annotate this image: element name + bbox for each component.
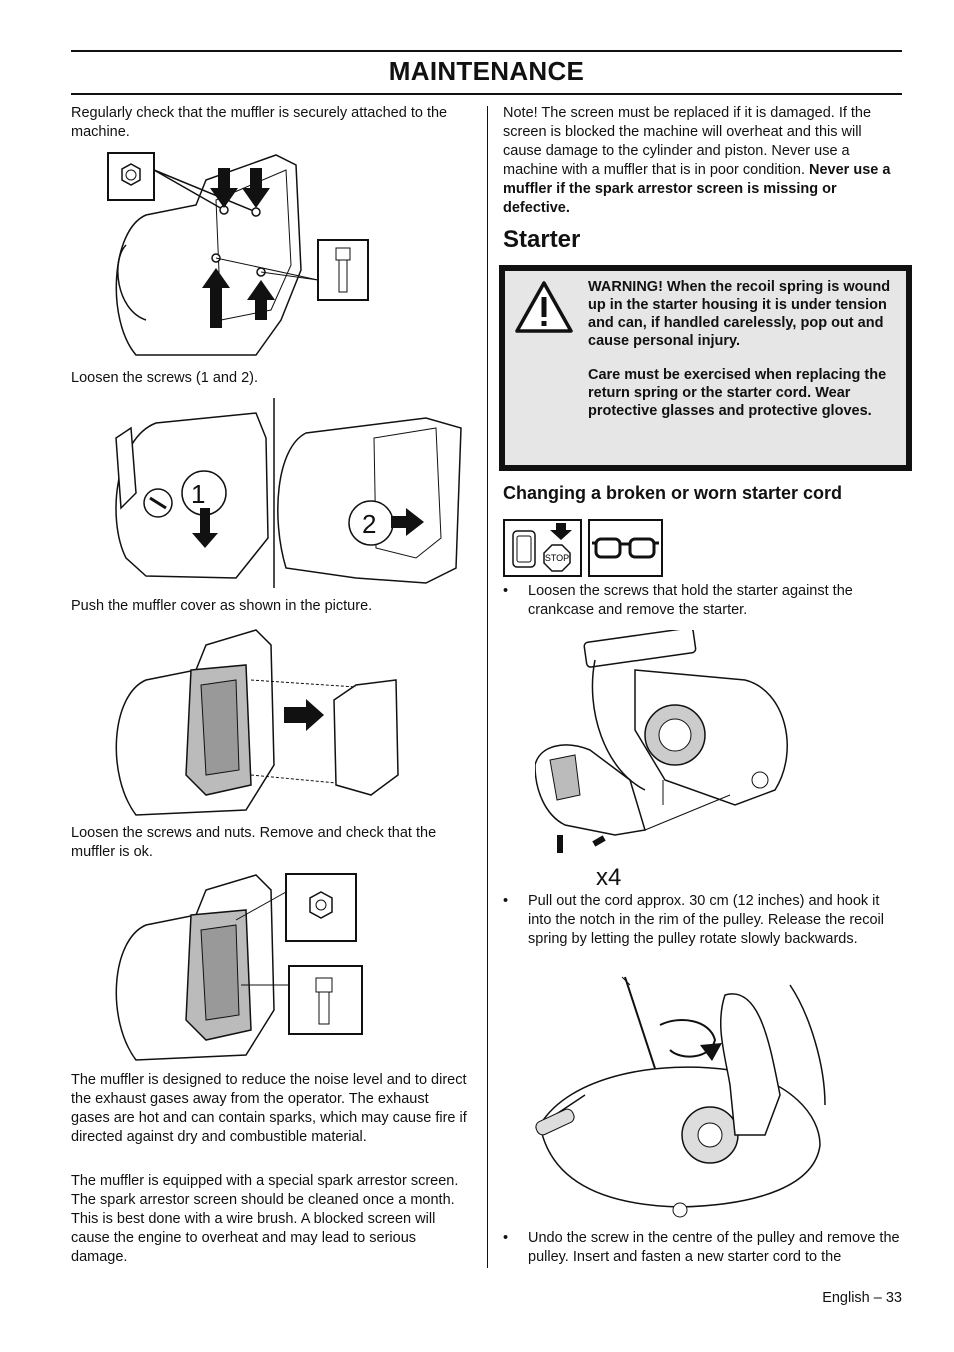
- bullet-item-2: • Pull out the cord approx. 30 cm (12 in…: [503, 892, 903, 949]
- loosen-screws-nuts-caption: Loosen the screws and nuts. Remove and c…: [71, 825, 437, 860]
- column-divider: [487, 106, 488, 1268]
- safety-icons-row: STOP: [503, 519, 665, 579]
- bullet-text-2: Pull out the cord approx. 30 cm (12 inch…: [528, 893, 884, 947]
- pulley-release-figure: [530, 975, 830, 1225]
- warning-paragraph-2: Care must be exercised when replacing th…: [588, 367, 887, 419]
- bullet-item-3: • Undo the screw in the centre of the pu…: [503, 1229, 903, 1267]
- bullet-dot: •: [503, 893, 509, 909]
- header-bottom-rule: [71, 93, 902, 95]
- starter-removal-figure: [535, 630, 805, 870]
- warning-paragraph-1: WARNING! When the recoil spring is wound…: [588, 279, 891, 349]
- bullet-dot: •: [503, 1230, 509, 1246]
- spark-arrestor-paragraph: The muffler is equipped with a special s…: [71, 1173, 459, 1265]
- bullet-text-3: Undo the screw in the centre of the pull…: [528, 1230, 900, 1265]
- push-cover-caption: Push the muffler cover as shown in the p…: [71, 598, 373, 614]
- warning-triangle-icon: [515, 281, 573, 333]
- muffler-screws-figure: [106, 150, 371, 365]
- figure-label-1-text: 1: [191, 479, 206, 509]
- warning-text: WARNING! When the recoil spring is wound…: [588, 278, 893, 436]
- bullet-item-1: • Loosen the screws that hold the starte…: [503, 582, 903, 620]
- muffler-purpose-paragraph: The muffler is designed to reduce the no…: [71, 1072, 467, 1145]
- stop-label: STOP: [545, 553, 569, 563]
- bullet-text-1: Loosen the screws that hold the starter …: [528, 583, 853, 618]
- figure-label-2-text: 2: [362, 509, 377, 539]
- starter-cord-subheading: Changing a broken or worn starter cord: [503, 483, 843, 503]
- loosen-screws-caption: Loosen the screws (1 and 2).: [71, 370, 258, 386]
- header-top-rule: [71, 50, 902, 52]
- x4-label: x4: [596, 864, 622, 891]
- page-title: MAINTENANCE: [388, 56, 585, 86]
- muffler-check-paragraph: Regularly check that the muffler is secu…: [71, 105, 448, 140]
- muffler-removed-figure: [106, 870, 366, 1065]
- muffler-cover-push-figure: [106, 398, 466, 593]
- bullet-dot: •: [503, 583, 509, 599]
- screen-note-regular: Note! The screen must be replaced if it …: [503, 105, 872, 178]
- starter-heading: Starter: [503, 226, 581, 253]
- screen-note-bold: Never use a muffler if the spark arresto…: [503, 162, 891, 216]
- page-footer: English – 33: [822, 1290, 902, 1306]
- warning-box: WARNING! When the recoil spring is wound…: [499, 265, 912, 471]
- muffler-cover-removal-figure: [106, 625, 406, 820]
- screen-note-paragraph: Note! The screen must be replaced if it …: [503, 104, 903, 218]
